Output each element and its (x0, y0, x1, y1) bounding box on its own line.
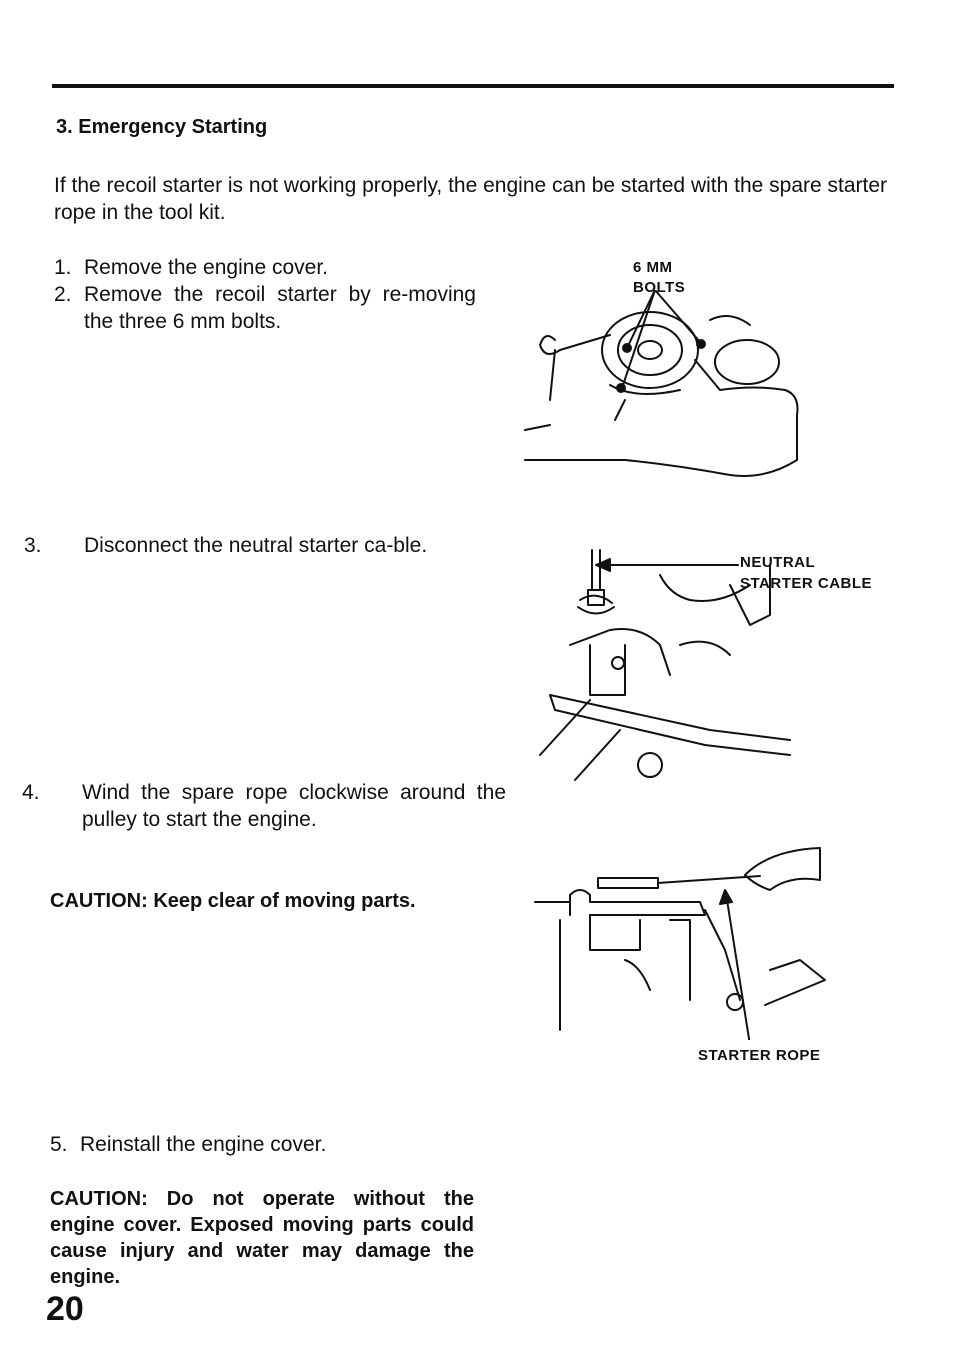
recoil-starter-illustration (524, 290, 799, 477)
cable-label-line2: STARTER CABLE (740, 575, 873, 592)
step-5: 5. Reinstall the engine cover. (50, 1131, 480, 1158)
step-text: Reinstall the engine cover. (80, 1133, 327, 1156)
step-1: 1. Remove the engine cover. (54, 254, 476, 281)
neutral-cable-illustration (539, 549, 791, 781)
step-text: Disconnect the neutral starter ca-ble. (84, 534, 428, 557)
cable-label-line1: NEUTRAL (740, 554, 816, 571)
step-text: Remove the engine cover. (84, 256, 328, 279)
starter-rope-illustration (534, 847, 826, 1040)
step-3: 3. Disconnect the neutral starter ca-ble. (24, 532, 506, 559)
header-rule (52, 84, 894, 88)
caution-engine-cover: CAUTION: Do not operate without the engi… (50, 1188, 474, 1288)
rope-label: STARTER ROPE (698, 1047, 821, 1064)
step-4: 4. Wind the spare rope clockwise around t… (22, 779, 506, 833)
section-heading: 3. Emergency Starting (56, 116, 268, 138)
step-2: 2. Remove the recoil starter by re-moving… (54, 281, 476, 335)
bolts-label-line1: 6 MM (633, 259, 673, 276)
step-number: 4. (22, 781, 40, 804)
step-text: Remove the recoil starter by re-moving t… (84, 283, 476, 333)
step-number: 3. (24, 534, 42, 557)
caution-keep-clear: CAUTION: Keep clear of moving parts. (50, 890, 416, 912)
step-text: Wind the spare rope clockwise around the… (82, 781, 506, 831)
page-number: 20 (46, 1290, 84, 1328)
step-number: 2. (54, 283, 72, 306)
step-number: 5. (50, 1133, 68, 1156)
steps-group-1: 1. Remove the engine cover. 2. Remove the … (54, 254, 476, 335)
bolts-label-line2: BOLTS (633, 279, 686, 296)
step-number: 1. (54, 256, 72, 279)
intro-paragraph: If the recoil starter is not working pro… (54, 174, 888, 224)
